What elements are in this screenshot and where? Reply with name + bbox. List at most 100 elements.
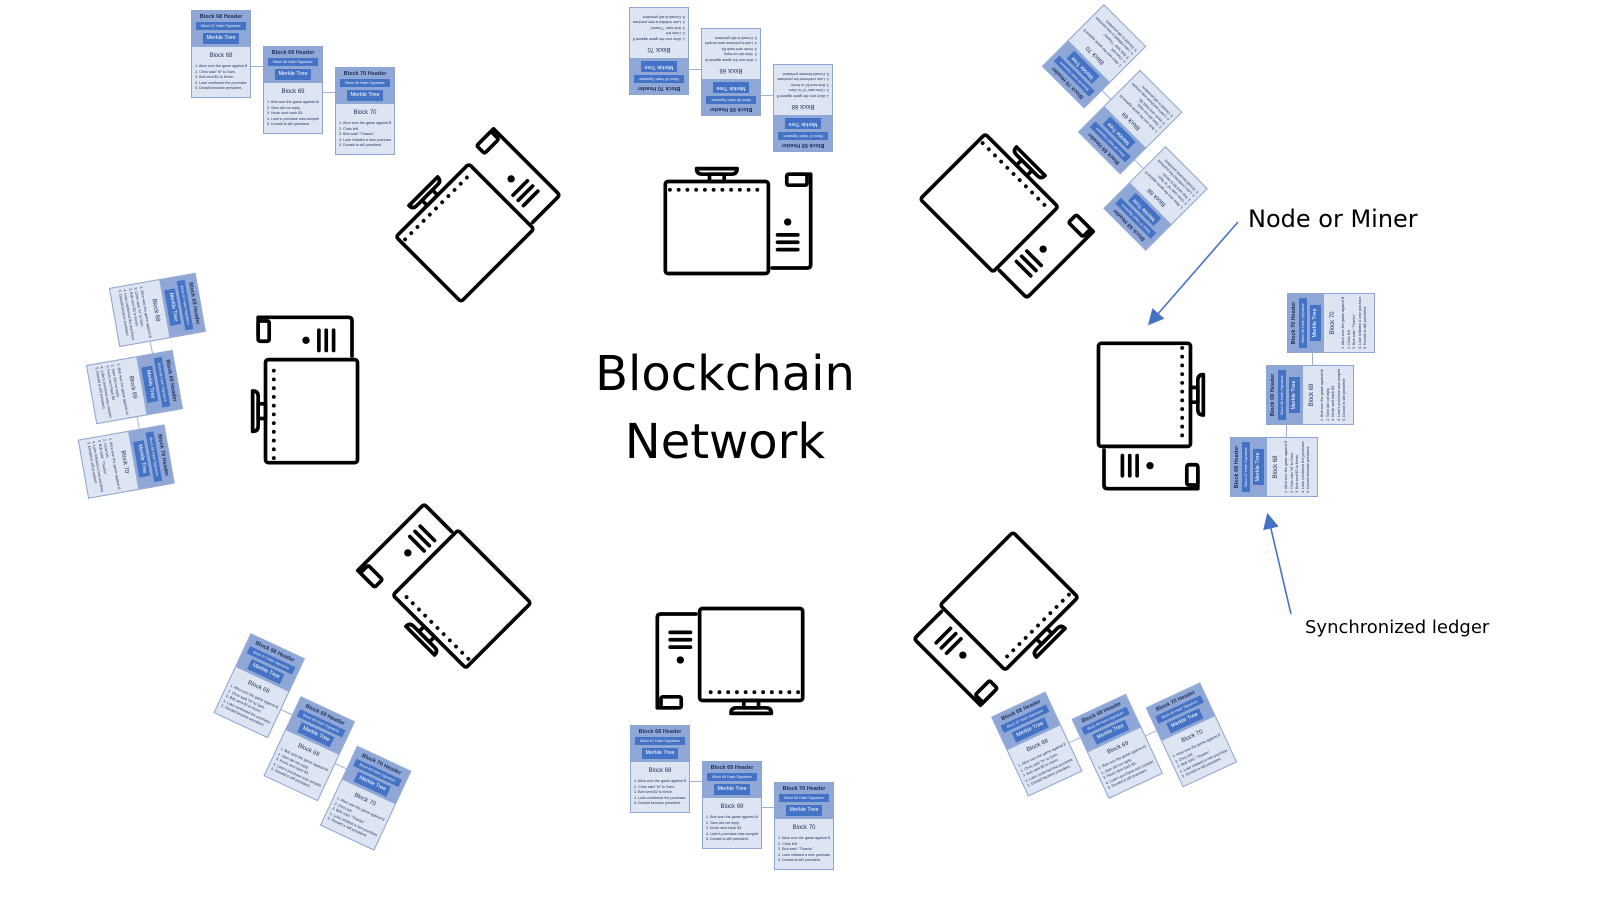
block-name: Block 70 [647, 46, 671, 52]
desktop-computer-icon [663, 166, 813, 276]
title-line-1: Blockchain [595, 346, 855, 402]
transaction-item: 5. Donald is still president. [706, 837, 750, 841]
transaction-list: 1. Alice won the game against Bob.2. Chr… [1284, 438, 1317, 496]
transaction-list: 1. Alice won the game against Bob.2. Chr… [1341, 294, 1374, 352]
desktop-computer-icon [913, 531, 1079, 708]
block-header-title: Block 69 Header [271, 50, 315, 56]
transaction-item: 5. Donald became president. [781, 72, 829, 76]
chain-link [251, 66, 263, 67]
merkle-tree: Merkle Tree [714, 784, 750, 795]
previous-hash-signature: Block 68 Hash Signature [706, 96, 756, 104]
block-name: Block 69 [1309, 383, 1315, 407]
transaction-list: 1. Alice won the game against Bob.2. Chr… [631, 779, 689, 812]
merkle-tree: Merkle Tree [1253, 449, 1264, 485]
block-name: Block 68 [209, 53, 233, 59]
chain-link [1286, 425, 1287, 437]
previous-hash-signature: Block 69 Hash Signature [340, 79, 390, 87]
transaction-item: 2. Chris said "hi" to Sam. [195, 69, 236, 74]
chain-link [1145, 730, 1157, 737]
transaction-item: 4. Luke initiated a new purchase [339, 137, 391, 142]
transaction-item: 5. Donald is still president. [1363, 305, 1367, 349]
transaction-item: 1. Alice won the game against Bob. [633, 37, 685, 41]
desktop-computer-icon [395, 126, 561, 303]
block-name: Block 69 [719, 67, 743, 73]
transaction-item: 1. Bob won the game against Alice. [267, 100, 319, 104]
transaction-item: 3. Bob said: "Thanks" [778, 847, 814, 851]
transaction-item: 2. Sam did not reply. [706, 820, 740, 825]
block-name: Block 69 [720, 804, 744, 810]
transaction-item: 4. Luke confirmed the purchase. [634, 795, 686, 800]
transaction-item: 5. Donald is still president. [339, 143, 383, 147]
previous-hash-signature: Block 68 Hash Signature [707, 773, 757, 781]
block-header-title: Block 70 Header [1291, 301, 1297, 345]
chain-link [149, 341, 153, 354]
transaction-item: 3. Bob sent $2 to Kevin. [789, 83, 829, 87]
block-header-title: Block 68 Header [1234, 445, 1240, 489]
node-bottom-right [904, 526, 1093, 715]
transaction-item: 5. Donald became president. [634, 801, 682, 805]
node-bottom-left [349, 494, 538, 683]
ledger-annotation-label: Synchronized ledger [1305, 617, 1490, 638]
transaction-list: 1. Alice won the game against Bob.2. Chr… [1142, 148, 1206, 212]
transaction-item: 5. Donald is still president. [1342, 377, 1346, 421]
transaction-item: 5. Donald became president. [1306, 445, 1310, 493]
transaction-list: 1. Bob won the game against Alice.2. Sam… [702, 30, 760, 62]
transaction-item: 4. Luke initiated a new purchase [778, 852, 830, 857]
transaction-list: 1. Alice won the game against Bob.2. Chr… [1081, 6, 1145, 70]
previous-hash-signature: Block 68 Hash Signature [268, 58, 318, 66]
transaction-item: 3. Kevin sent back $3. [267, 111, 304, 115]
transaction-item: 1. Bob won the game against Alice. [1320, 369, 1324, 421]
transaction-item: 1. Alice won the game against Bob. [777, 94, 829, 98]
merkle-tree: Merkle Tree [641, 61, 677, 72]
merkle-tree: Merkle Tree [1289, 377, 1300, 413]
block-name: Block 68 [648, 768, 672, 774]
block-header-title: Block 68 Header [199, 14, 243, 20]
transaction-item: 4. Luke's purchase was completed. [267, 116, 319, 121]
transaction-item: 2. Sam did not reply. [267, 105, 301, 110]
chain-link [1101, 90, 1112, 100]
previous-hash-signature: Block 69 Hash Signature [1299, 298, 1307, 348]
transaction-item: 5. Donald is still president. [778, 858, 822, 862]
block-header-title: Block 68 Header [638, 729, 682, 735]
previous-hash-signature: Block 69 Hash Signature [779, 794, 829, 802]
chain-link [323, 92, 335, 93]
chain-link [1134, 159, 1144, 169]
transaction-item: 1. Alice won the game against Bob. [195, 64, 247, 68]
block-header-title: Block 68 Header [781, 142, 825, 148]
chain-link [1069, 737, 1081, 744]
transaction-item: 4. Luke initiated a new purchase [633, 20, 685, 25]
merkle-tree: Merkle Tree [786, 805, 822, 816]
transaction-item: 3. Bob sent $2 to Kevin. [634, 790, 674, 794]
chain-link [690, 781, 702, 782]
desktop-computer-icon [655, 606, 805, 716]
node-top-left [382, 120, 571, 309]
node-left [250, 312, 361, 468]
desktop-computer-icon [250, 315, 360, 465]
block-name: Block 70 [353, 110, 377, 116]
transaction-item: 4. Luke's purchase was completed. [706, 831, 758, 836]
transaction-list: 1. Alice won the game against Bob.2. Chr… [192, 64, 250, 97]
transaction-item: 5. Donald became president. [195, 86, 243, 90]
transaction-list: 1. Alice won the game against Bob.2. Chr… [79, 435, 121, 498]
block-name: Block 69 [281, 89, 305, 95]
